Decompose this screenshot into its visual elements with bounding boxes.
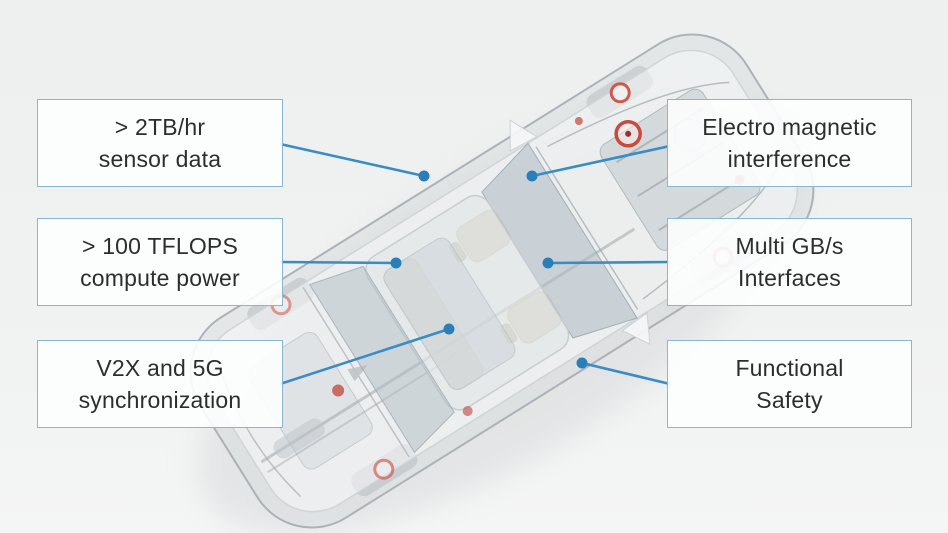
connector-line-interfaces — [547, 260, 671, 265]
callout-sensor-data: > 2TB/hr sensor data — [37, 99, 283, 187]
car-glasshouse — [308, 142, 638, 454]
callout-functional-safety-line2: Safety — [756, 387, 823, 413]
callout-v2x-5g: V2X and 5G synchronization — [37, 340, 283, 428]
connector-dots — [390, 170, 588, 369]
callout-interfaces: Multi GB/s Interfaces — [667, 218, 912, 306]
callout-compute-power-line1: > 100 TFLOPS — [81, 233, 239, 259]
connector-lines — [279, 142, 671, 386]
callout-compute-power: > 100 TFLOPS compute power — [37, 218, 283, 306]
connector-dot-functional-safety — [576, 357, 588, 369]
car-side-mirrors — [509, 119, 651, 346]
connector-line-emi — [531, 144, 671, 178]
connector-dot-emi — [526, 170, 538, 182]
callout-functional-safety-line1: Functional — [735, 355, 844, 381]
connector-line-sensor-data — [279, 142, 425, 178]
callout-v2x-5g-line1: V2X and 5G — [96, 355, 224, 381]
car-top-view-illustration — [189, 33, 815, 529]
connector-line-v2x-5g — [279, 327, 450, 386]
callout-compute-power-line2: compute power — [80, 265, 240, 291]
connector-dot-sensor-data — [418, 170, 430, 182]
callout-v2x-5g-line2: synchronization — [78, 387, 242, 413]
callout-interfaces-line2: Interfaces — [738, 265, 841, 291]
connector-dot-v2x-5g — [443, 323, 455, 335]
connector-dot-interfaces — [542, 257, 554, 269]
callout-sensor-data-line2: sensor data — [98, 146, 222, 172]
connector-line-functional-safety — [581, 361, 671, 386]
callout-emi-line2: interference — [727, 146, 852, 172]
callout-emi-line1: Electro magnetic — [702, 114, 877, 140]
callout-functional-safety: Functional Safety — [667, 340, 912, 428]
connector-dot-compute-power — [390, 257, 402, 269]
connector-line-compute-power — [279, 260, 397, 265]
callout-interfaces-line1: Multi GB/s — [735, 233, 844, 259]
callout-sensor-data-line1: > 2TB/hr — [114, 114, 206, 140]
callout-emi: Electro magnetic interference — [667, 99, 912, 187]
